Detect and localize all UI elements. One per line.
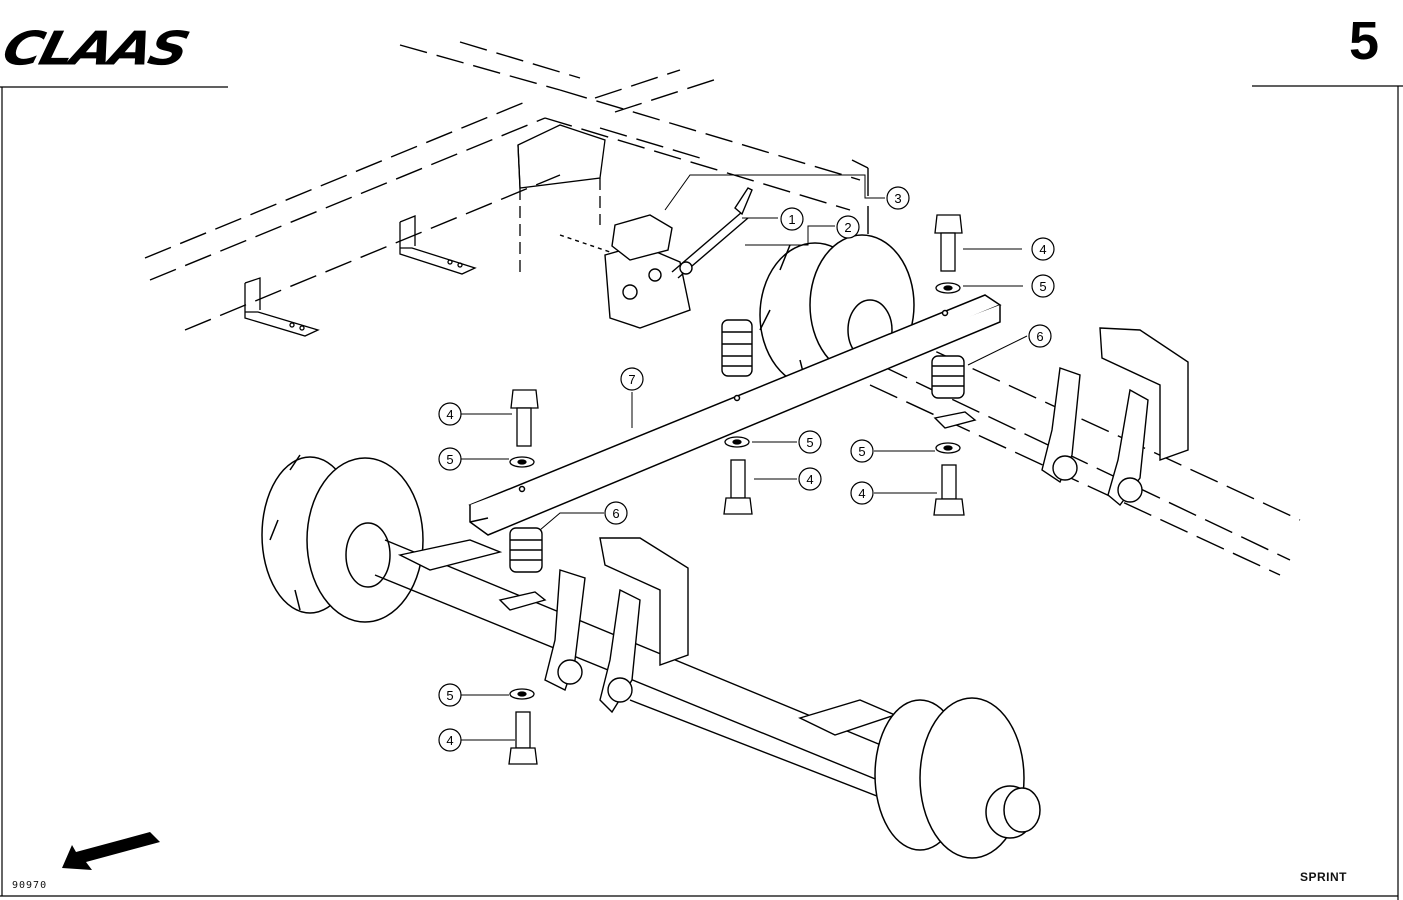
callout-4: 4 bbox=[1031, 237, 1055, 261]
rear-axle bbox=[869, 334, 1301, 576]
callout-6: 6 bbox=[604, 501, 628, 525]
callout-5: 5 bbox=[438, 683, 462, 707]
lower-brake-drum bbox=[874, 697, 1041, 859]
svg-text:5: 5 bbox=[1039, 279, 1046, 294]
svg-text:5: 5 bbox=[446, 452, 453, 467]
page-frame bbox=[0, 85, 1403, 900]
rear-axle-bracket bbox=[1041, 327, 1189, 507]
brake-valve bbox=[559, 187, 753, 329]
callout-3: 3 bbox=[886, 186, 910, 210]
svg-text:5: 5 bbox=[446, 688, 453, 703]
callout-7: 7 bbox=[620, 367, 644, 391]
svg-text:4: 4 bbox=[446, 407, 453, 422]
svg-text:2: 2 bbox=[844, 220, 851, 235]
svg-text:5: 5 bbox=[806, 435, 813, 450]
leader-lines bbox=[461, 174, 1028, 741]
bolts-and-washers bbox=[508, 214, 965, 765]
svg-text:6: 6 bbox=[1036, 329, 1043, 344]
page-number: 5 bbox=[1348, 11, 1379, 71]
callout-5: 5 bbox=[850, 439, 874, 463]
callout-6: 6 bbox=[1028, 324, 1052, 348]
chassis-frame bbox=[144, 41, 869, 331]
callout-5: 5 bbox=[798, 430, 822, 454]
svg-text:6: 6 bbox=[612, 506, 619, 521]
drawing-code: 90970 bbox=[12, 880, 48, 891]
model-label: SPRINT bbox=[1300, 870, 1348, 884]
front-axle-bracket bbox=[544, 537, 689, 714]
rear-brake-drum bbox=[759, 234, 915, 388]
callout-4: 4 bbox=[798, 467, 822, 491]
svg-text:4: 4 bbox=[1039, 242, 1046, 257]
rubber-buffers bbox=[498, 319, 977, 611]
svg-text:1: 1 bbox=[788, 212, 795, 227]
svg-text:4: 4 bbox=[446, 733, 453, 748]
svg-text:3: 3 bbox=[894, 191, 901, 206]
forward-direction-arrow-icon bbox=[62, 832, 160, 870]
callout-1: 1 bbox=[780, 207, 804, 231]
equalizer-beam bbox=[468, 294, 1002, 536]
svg-text:5: 5 bbox=[858, 444, 865, 459]
frame-brackets bbox=[244, 124, 606, 337]
callout-4: 4 bbox=[850, 481, 874, 505]
svg-text:4: 4 bbox=[858, 486, 865, 501]
callout-5: 5 bbox=[1031, 274, 1055, 298]
callout-5: 5 bbox=[438, 447, 462, 471]
svg-text:7: 7 bbox=[628, 372, 635, 387]
callout-4: 4 bbox=[438, 402, 462, 426]
callout-4: 4 bbox=[438, 728, 462, 752]
front-brake-drum bbox=[261, 454, 424, 623]
callout-2: 2 bbox=[836, 215, 860, 239]
svg-text:4: 4 bbox=[806, 472, 813, 487]
